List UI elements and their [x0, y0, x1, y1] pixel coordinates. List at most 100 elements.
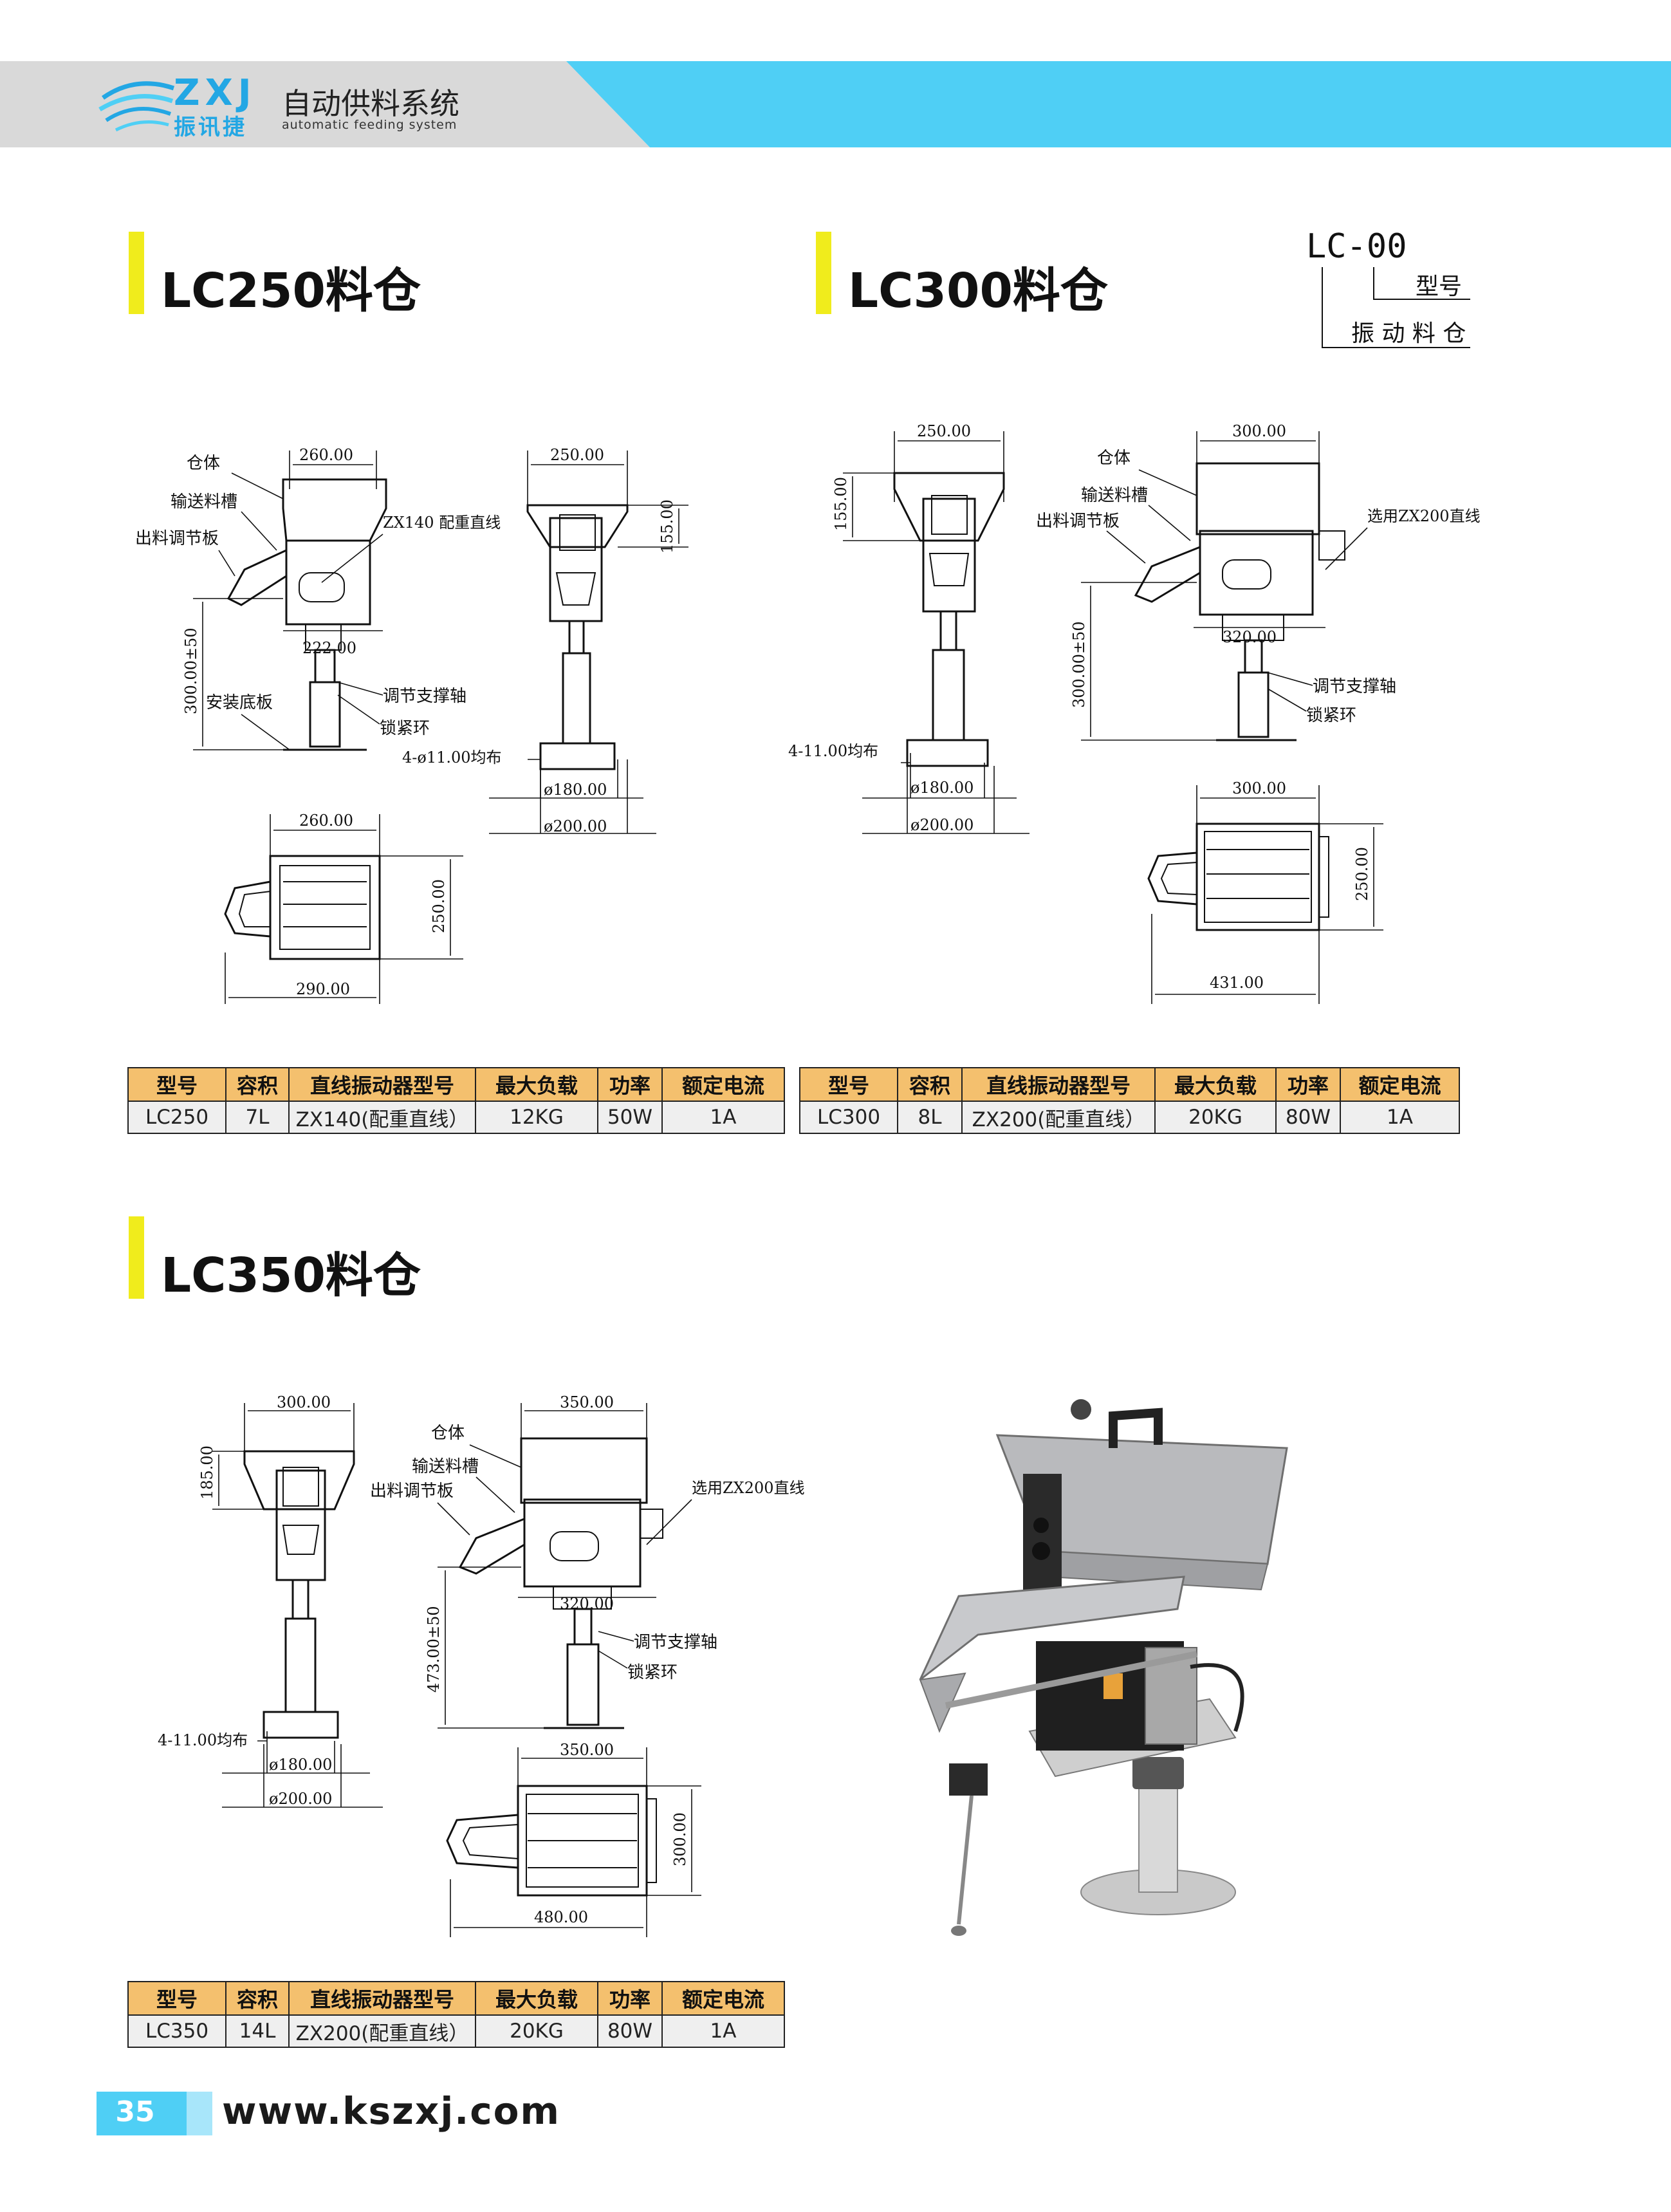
lc350-label-body: 仓体 [431, 1424, 465, 1443]
table-row: LC300 8L ZX200(配重直线） 20KG 80W 1A [799, 1101, 1460, 1134]
lc300-dim-base2: ø200.00 [910, 816, 974, 834]
lc300-front-view: 250.00 155.00 4-11.00均布 ø180.00 ø200.00 [788, 422, 1029, 834]
lc250-label-body: 仓体 [187, 454, 220, 473]
lc300-label-ring: 锁紧环 [1306, 706, 1356, 725]
lc350-label-shaft: 调节支撑轴 [634, 1633, 717, 1652]
lc300-dim-front-h: 155.00 [832, 477, 850, 531]
lc250-dim-mid: 222.00 [302, 639, 356, 657]
th-model: 型号 [127, 1067, 226, 1102]
lc250-label-shaft: 调节支撑轴 [383, 687, 466, 706]
th-volume: 容积 [225, 1981, 290, 2016]
cell-vibrator: ZX140(配重直线） [288, 1101, 476, 1134]
lc300-side-view: 300.00 320.00 300.00±50 仓体 输送料槽 出料调节板 选用… [1036, 422, 1481, 741]
table-row: LC250 7L ZX140(配重直线） 12KG 50W 1A [127, 1101, 785, 1134]
lc350-front-view: 300.00 185.00 4-11.00均布 ø180.00 ø200.00 [158, 1393, 383, 1808]
lc300-dim-base1: ø180.00 [910, 779, 974, 797]
table-row: LC350 14L ZX200(配重直线） 20KG 80W 1A [127, 2014, 785, 2048]
th-current: 额定电流 [661, 1981, 785, 2016]
th-vibrator: 直线振动器型号 [961, 1067, 1156, 1102]
cell-power: 80W [1275, 1101, 1341, 1134]
lc350-label-holes: 4-11.00均布 [158, 1731, 248, 1749]
lc250-label-gate: 出料调节板 [135, 529, 219, 548]
lc350-label-vibrator: 选用ZX200直线 [692, 1479, 805, 1497]
lc250-label-chute: 输送料槽 [171, 492, 237, 512]
th-current: 额定电流 [661, 1067, 785, 1102]
lc250-dim-plan-total: 290.00 [296, 980, 350, 998]
lc300-dim-plan-h: 250.00 [1353, 847, 1371, 901]
cell-current: 1A [661, 2014, 785, 2048]
cell-volume: 7L [225, 1101, 290, 1134]
brand-logo-icon [98, 81, 175, 132]
legend-hopper: 振 动 料 仓 [1351, 321, 1466, 347]
lc300-spec-table: 型号 容积 直线振动器型号 最大负载 功率 额定电流 LC300 8L ZX20… [799, 1067, 1460, 1134]
lc350-dim-height: 473.00±50 [425, 1606, 443, 1693]
brand-latin: ZXJ [174, 72, 257, 114]
lc350-dim-mid: 320.00 [560, 1595, 614, 1613]
lc350-dim-base2: ø200.00 [269, 1790, 332, 1808]
table-header-row: 型号 容积 直线振动器型号 最大负载 功率 额定电流 [127, 1981, 785, 2016]
product-photo [919, 1399, 1288, 1936]
cell-power: 80W [597, 2014, 663, 2048]
page-number: 35 [115, 2096, 155, 2128]
page-number-box-accent [187, 2092, 212, 2135]
lc350-dim-front-h: 185.00 [198, 1445, 216, 1500]
lc350-label-chute: 输送料槽 [412, 1457, 479, 1476]
lc350-drawing: 300.00 185.00 4-11.00均布 ø180.00 ø200.00 … [158, 1393, 805, 1937]
cell-max-load: 12KG [475, 1101, 598, 1134]
title-bar-lc300 [816, 232, 831, 314]
cell-max-load: 20KG [475, 2014, 598, 2048]
th-volume: 容积 [225, 1067, 290, 1102]
cell-model: LC350 [127, 2014, 226, 2048]
th-power: 功率 [597, 1981, 663, 2016]
th-vibrator: 直线振动器型号 [288, 1981, 476, 2016]
brand-cn: 振讯捷 [174, 115, 247, 140]
lc250-label-ring: 锁紧环 [380, 719, 430, 738]
lc350-label-gate: 出料调节板 [370, 1482, 454, 1501]
legend-model: 型号 [1416, 274, 1462, 300]
th-vibrator: 直线振动器型号 [288, 1067, 476, 1102]
lc250-spec-table: 型号 容积 直线振动器型号 最大负载 功率 额定电流 LC250 7L ZX14… [127, 1067, 785, 1134]
lc350-dim-side-top: 350.00 [560, 1393, 614, 1411]
lc350-spec-table: 型号 容积 直线振动器型号 最大负载 功率 额定电流 LC350 14L ZX2… [127, 1981, 785, 2048]
cell-vibrator: ZX200(配重直线） [288, 2014, 476, 2048]
lc250-dim-base2: ø200.00 [544, 817, 607, 835]
lc250-plan-view: 260.00 250.00 290.00 [224, 812, 463, 1004]
th-power: 功率 [597, 1067, 663, 1102]
lc250-dim-top: 260.00 [299, 446, 353, 464]
cell-volume: 14L [225, 2014, 290, 2048]
th-max-load: 最大负载 [1154, 1067, 1277, 1102]
lc300-plan-view: 300.00 250.00 431.00 [1147, 779, 1383, 1004]
lc300-dim-height: 300.00±50 [1070, 621, 1088, 708]
cell-current: 1A [1340, 1101, 1460, 1134]
table-header-row: 型号 容积 直线振动器型号 最大负载 功率 额定电流 [799, 1067, 1460, 1102]
lc250-dim-plan-h: 250.00 [430, 879, 448, 933]
lc300-drawing: 250.00 155.00 4-11.00均布 ø180.00 ø200.00 … [788, 422, 1481, 1004]
header-subtitle: automatic feeding system [282, 118, 457, 132]
lc300-label-shaft: 调节支撑轴 [1313, 677, 1396, 696]
cell-model: LC250 [127, 1101, 226, 1134]
lc350-dim-front-top: 300.00 [277, 1393, 331, 1411]
lc250-side-view: 260.00 222.00 300.00±50 仓体 输送料槽 出料调节板 ZX… [135, 446, 501, 751]
lc300-label-holes: 4-11.00均布 [788, 742, 878, 760]
legend-code: LC-00 [1306, 227, 1407, 266]
th-power: 功率 [1275, 1067, 1341, 1102]
lc250-label-holes: 4-ø11.00均布 [402, 748, 502, 767]
page-number-box [97, 2092, 187, 2135]
lc300-dim-plan-total: 431.00 [1210, 974, 1264, 992]
lc250-dim-plan-w: 260.00 [299, 812, 353, 830]
lc300-dim-plan-w: 300.00 [1232, 779, 1286, 797]
lc250-label-base: 安装底板 [206, 693, 273, 712]
website-link[interactable]: www.kszxj.com [222, 2089, 560, 2133]
lc350-dim-plan-total: 480.00 [534, 1908, 588, 1926]
section-title-lc250: LC250料仓 [161, 263, 421, 319]
lc300-dim-side-top: 300.00 [1232, 422, 1286, 440]
lc250-dim-height: 300.00±50 [182, 627, 200, 714]
lc250-dim-base1: ø180.00 [544, 781, 607, 799]
table-header-row: 型号 容积 直线振动器型号 最大负载 功率 额定电流 [127, 1067, 785, 1102]
lc300-label-gate: 出料调节板 [1036, 512, 1120, 531]
section-title-lc350: LC350料仓 [161, 1248, 421, 1303]
cell-volume: 8L [897, 1101, 963, 1134]
th-model: 型号 [799, 1067, 898, 1102]
header-title: 自动供料系统 [282, 86, 459, 121]
lc350-dim-plan-h: 300.00 [671, 1812, 689, 1866]
